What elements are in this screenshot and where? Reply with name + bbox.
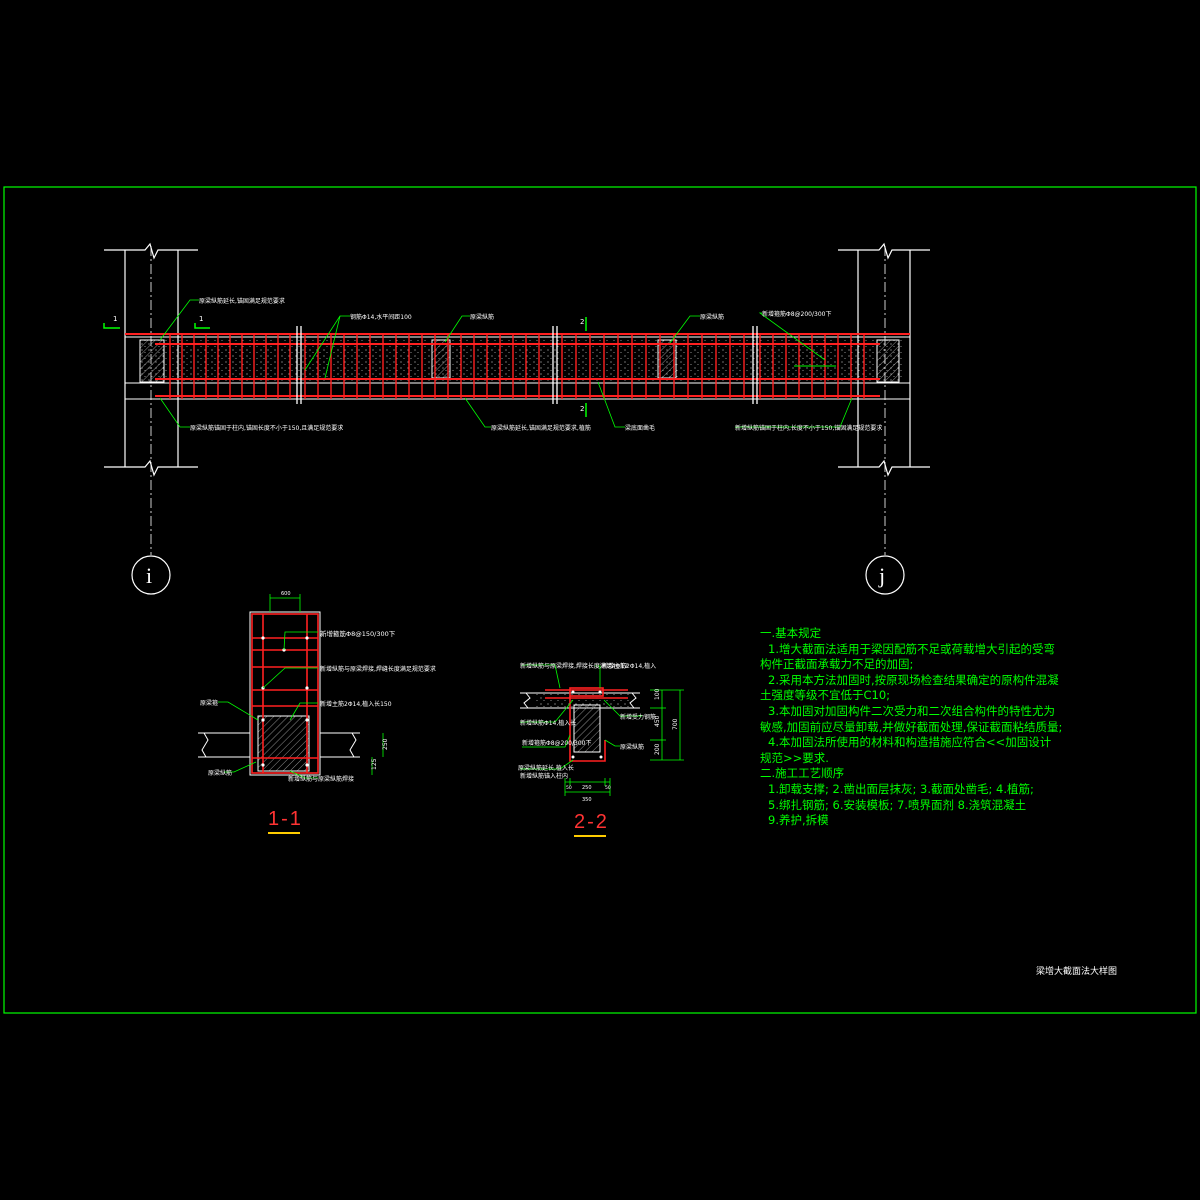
section11-label: 原梁纵筋 [208, 770, 233, 777]
section22-label: 新增箍筋Φ8@200/300下 [522, 740, 592, 747]
elevation-label: 新增箍筋Φ8@200/300下 [762, 311, 832, 318]
section22-label: 新增纵筋Φ14,植入长 [520, 720, 577, 727]
section11-label: 新增主筋2Φ14,植入长150 [320, 701, 392, 708]
hatch-block [876, 339, 900, 383]
note-line: 敏感,加固前应尽量卸载,并做好截面处理,保证截面粘结质量; [760, 719, 1063, 734]
dim-text: 450 [654, 715, 661, 727]
elevation-label: 原梁纵筋 [470, 314, 495, 321]
axis-label-j: j [879, 563, 886, 588]
section11-label: 新增纵筋与原梁纵筋焊接 [288, 776, 355, 783]
note-line: 规范>>要求. [760, 750, 829, 765]
note-line: 土强度等级不宜低于C10; [760, 688, 891, 703]
elevation-label: 新增纵筋锚固于柱内,长度不小于150,锚固满足规范要求 [735, 425, 883, 432]
elevation-label: 原梁纵筋 [700, 314, 725, 321]
section22-label: 新增纵筋锚入柱内 [520, 773, 569, 780]
dim-text: 600 [281, 591, 291, 597]
note-line: 5.绑扎钢筋; 6.安装模板; 7.喷界面剂 8.浇筑混凝土 [768, 797, 1027, 812]
section22-label: 原梁纵筋延长,植入长 [518, 765, 574, 772]
dim-text: 50 [566, 785, 572, 791]
axis-bubble-j [865, 555, 905, 595]
notes-heading: 二.施工工艺顺序 [760, 766, 845, 781]
dim-text: 250 [582, 785, 592, 791]
note-line: 构件正截面承载力不足的加固; [760, 657, 914, 672]
note-line: 1.卸载支撑; 2.凿出面层抹灰; 3.截面处凿毛; 4.植筋; [768, 781, 1034, 796]
note-line: 9.养护,拆模 [768, 813, 829, 828]
dim-text: 700 [672, 718, 679, 730]
elevation-label: 原梁纵筋延长,锚固满足规范要求,植筋 [491, 425, 591, 432]
section-cut-label: 2 [580, 318, 584, 326]
section-title-2-2: 2-2 [574, 811, 609, 833]
note-line: 1.增大截面法适用于梁因配筋不足或荷载增大引起的受弯 [768, 641, 1055, 656]
dim-text: 200 [654, 743, 661, 755]
section22-label: 新增纵筋与原梁焊接,焊接长度满足4Φ12 [520, 663, 629, 670]
general-notes: 一.基本规定 1.增大截面法适用于梁因配筋不足或荷载增大引起的受弯 构件正截面承… [760, 626, 1063, 829]
section11-label: 新增箍筋Φ8@150/300下 [320, 630, 396, 638]
dim-text: 100 [654, 688, 661, 700]
elevation-label: 钢筋Φ14,水平间距100 [350, 314, 412, 321]
section-2-2: 100 450 700 200 50 250 50 350 [520, 664, 684, 837]
section11-label: 新增纵筋与原梁焊接,焊缝长度满足规范要求 [320, 666, 436, 673]
axis-label-i: i [146, 563, 153, 588]
section22-label: 新增主筋2Φ14,植入 [602, 663, 657, 670]
dim-text: 125 [371, 758, 378, 770]
left-column [104, 242, 198, 555]
elevation-label: 梁底面凿毛 [625, 425, 656, 432]
section-title-1-1: 1-1 [268, 808, 303, 830]
stirrup-group [169, 334, 865, 399]
dim-text: 350 [582, 797, 592, 803]
elevation-label: 原梁纵筋延长,锚固满足规范要求 [199, 298, 285, 305]
section11-label: 原梁箍 [200, 700, 219, 707]
note-line: 3.本加固对加固构件二次受力和二次组合构件的特性尤为 [768, 703, 1055, 718]
drawing-frame [3, 186, 1197, 1014]
dim-text: 50 [605, 785, 611, 791]
section-cut-label: 1 [113, 315, 117, 323]
sheet-title: 梁增大截面法大样图 [1036, 967, 1118, 977]
dim-text: 250 [382, 738, 389, 750]
note-line: 2.采用本方法加固时,按原现场检查结果确定的原构件混凝 [768, 672, 1059, 687]
note-line: 4.本加固法所使用的材料和构造措施应符合<<加固设计 [768, 735, 1052, 750]
section-cut-label: 1 [199, 315, 203, 323]
section-1-1: 600 250 125 [198, 591, 389, 834]
elevation-label: 原梁纵筋锚固于柱内,锚固长度不小于150,且满足规范要求 [190, 425, 344, 432]
section-cut-label: 2 [580, 405, 584, 413]
section22-label: 新增受力钢筋 [620, 714, 657, 721]
section22-label: 原梁纵筋 [620, 744, 645, 751]
notes-heading: 一.基本规定 [760, 626, 822, 640]
axis-bubble-i [131, 555, 171, 595]
hatch-block [139, 339, 165, 383]
beam-elevation: 1 1 2 2 [103, 242, 930, 595]
